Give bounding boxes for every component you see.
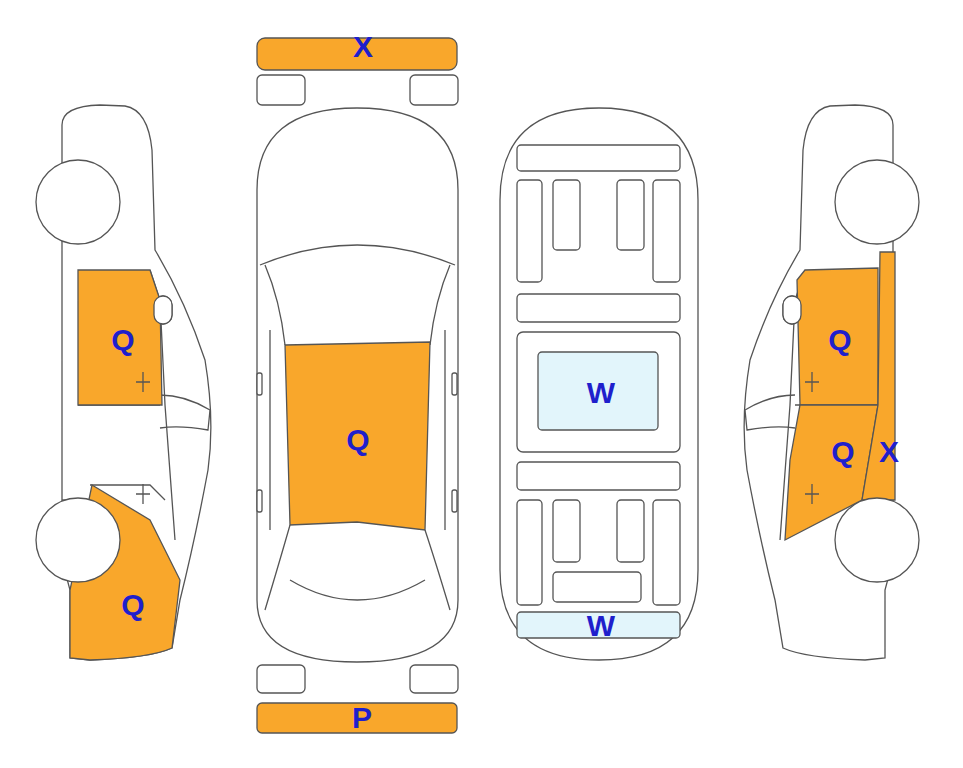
damage-code: X (879, 437, 899, 467)
damage-code: Q (828, 325, 851, 355)
damage-code: P (352, 703, 372, 733)
damage-code: Q (121, 590, 144, 620)
damage-code: W (587, 611, 615, 641)
damage-code: Q (346, 425, 369, 455)
damage-code: Q (111, 325, 134, 355)
damage-code: Q (831, 437, 854, 467)
damage-code: X (353, 32, 373, 62)
damage-code: W (587, 378, 615, 408)
